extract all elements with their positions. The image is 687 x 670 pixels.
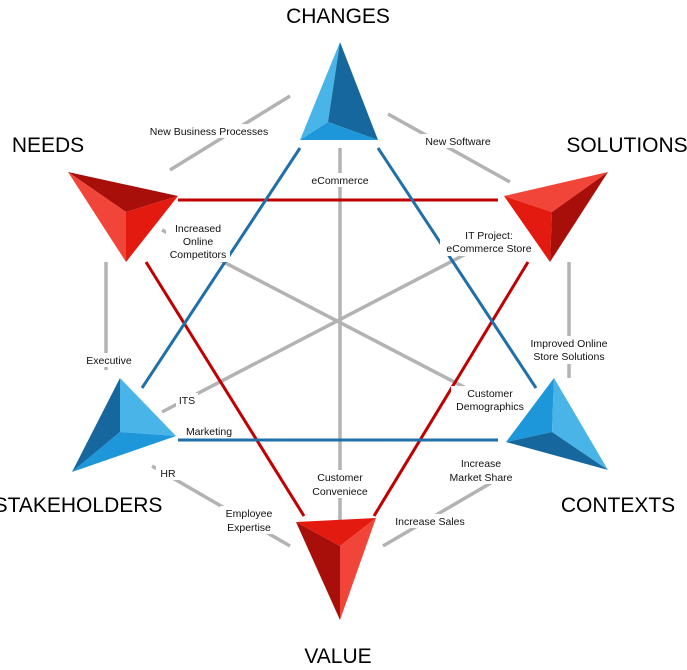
node-titles: CHANGES NEEDS SOLUTIONS STAKEHOLDERS CON…	[0, 5, 687, 668]
label-increased-online-competitors-line2: Online	[183, 236, 214, 248]
label-employee-expertise-line2: Expertise	[227, 522, 271, 534]
label-it-project-line1: IT Project:	[465, 230, 513, 242]
node-title-contexts: CONTEXTS	[561, 494, 675, 517]
label-improved-online-line1: Improved Online	[530, 338, 607, 350]
value-pyramid-icon	[296, 518, 376, 620]
label-its: ITS	[179, 395, 195, 407]
stakeholders-pyramid-icon	[72, 378, 176, 472]
label-new-software: New Software	[425, 136, 491, 148]
line-changes-stakeholders	[140, 147, 302, 389]
label-executive: Executive	[86, 355, 132, 367]
label-increase-sales: Increase Sales	[395, 516, 464, 528]
label-customer-demographics-line2: Demographics	[456, 401, 524, 413]
label-increase-market-share-line2: Market Share	[449, 472, 512, 484]
changes-pyramid-icon	[300, 42, 378, 140]
label-increase-market-share-line1: Increase	[461, 458, 501, 470]
node-title-solutions: SOLUTIONS	[566, 134, 687, 157]
label-it-project-line2: eCommerce Store	[446, 243, 531, 255]
label-marketing: Marketing	[186, 426, 232, 438]
blue-triangle-links	[140, 147, 538, 442]
label-increased-online-competitors-line1: Increased	[175, 223, 221, 235]
node-title-value: VALUE	[304, 645, 371, 668]
edge-labels: New Business Processes New Software eCom…	[82, 124, 613, 534]
label-hr: HR	[160, 468, 176, 480]
node-title-stakeholders: STAKEHOLDERS	[0, 494, 162, 517]
label-employee-expertise-line1: Employee	[226, 508, 273, 520]
node-title-changes: CHANGES	[286, 5, 390, 28]
label-improved-online-line2: Store Solutions	[533, 351, 604, 363]
label-customer-convenience-line1: Customer	[317, 472, 363, 484]
label-customer-demographics-line1: Customer	[467, 388, 513, 400]
label-customer-convenience-line2: Conveniece	[312, 486, 368, 498]
line-needs-value	[144, 261, 306, 517]
node-title-needs: NEEDS	[12, 134, 84, 157]
line-changes-contexts	[376, 147, 538, 389]
solutions-pyramid-icon	[504, 172, 608, 262]
label-new-business-processes: New Business Processes	[150, 126, 268, 138]
label-increased-online-competitors-line3: Competitors	[170, 249, 227, 261]
label-ecommerce: eCommerce	[311, 175, 368, 187]
needs-pyramid-icon	[68, 172, 178, 262]
contexts-pyramid-icon	[506, 378, 608, 470]
